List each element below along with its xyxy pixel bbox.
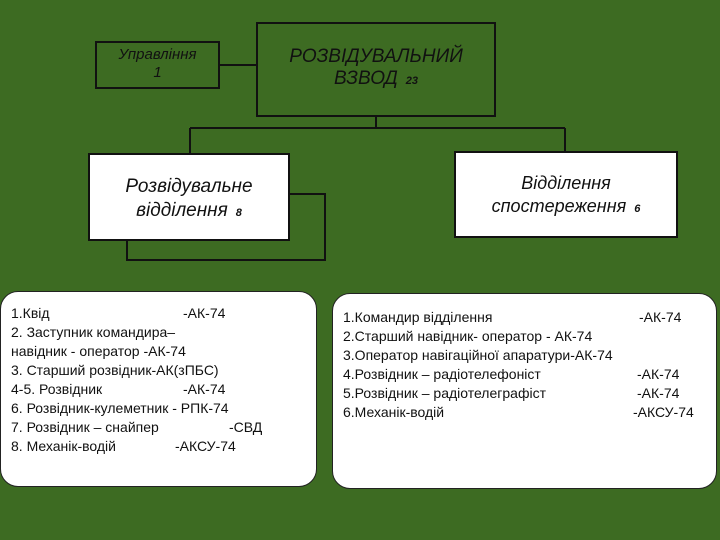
platoon-box: РОЗВІДУВАЛЬНИЙ ВЗВОД 23 [256,22,496,117]
list-item-weapon: -СВД [229,419,263,435]
recon-squad-box: Розвідувальне відділення 8 [88,153,290,241]
list-item-label: 4.Розвідник – радіотелефоніст [343,366,541,382]
recon-squad-count: 8 [235,207,242,219]
platoon-title-line2: ВЗВОД [334,68,398,89]
list-item-weapon: -АКСУ-74 [633,404,694,420]
observation-squad-personnel-list: 1.Командир відділення -АК-74 2.Старший на… [332,293,717,489]
list-item: 1.Квід -АК-74 [11,304,316,323]
list-item-label: 1.Квід [11,305,50,321]
list-item-weapon: -АК-74 [183,305,226,321]
list-item: 3. Старший розвідник-АК(зПБС) [11,361,316,380]
list-item-label: 8. Механік-водій [11,438,116,454]
observation-squad-line1: Відділення [521,173,611,193]
list-item-label: 7. Розвідник – снайпер [11,419,159,435]
observation-squad-line2: спостереження [491,196,627,216]
list-item-label: 6. Розвідник-кулеметник - РПК-74 [11,400,229,416]
list-item: 4.Розвідник – радіотелефоніст -АК-74 [343,365,716,384]
management-count: 1 [153,64,162,81]
list-item-label: 5.Розвідник – радіотелеграфіст [343,385,546,401]
list-item-weapon: -АКСУ-74 [175,438,236,454]
list-item-weapon: -АК-74 [639,309,682,325]
list-item-label: 3. Старший розвідник-АК(зПБС) [11,362,219,378]
list-item: 4-5. Розвідник -АК-74 [11,380,316,399]
list-item-label: 2.Старший навідник- оператор - АК-74 [343,328,593,344]
list-item: 1.Командир відділення -АК-74 [343,308,716,327]
list-item: навідник - оператор -АК-74 [11,342,316,361]
list-item: 6. Розвідник-кулеметник - РПК-74 [11,399,316,418]
list-item: 3.Оператор навігаційної апаратури-АК-74 [343,346,716,365]
management-box: Управління 1 [95,41,220,89]
list-item-weapon: -АК-74 [637,385,680,401]
platoon-title-line1: РОЗВІДУВАЛЬНИЙ [289,46,463,67]
list-item-label: 1.Командир відділення [343,309,493,325]
list-item-weapon: -АК-74 [637,366,680,382]
recon-squad-personnel-list: 1.Квід -АК-74 2. Заступник командира– нав… [0,291,317,487]
list-item-weapon: -АК-74 [183,381,226,397]
list-item: 2. Заступник командира– [11,323,316,342]
list-item-label: 3.Оператор навігаційної апаратури-АК-74 [343,347,613,363]
list-item-label: 2. Заступник командира– [11,324,176,340]
list-item: 2.Старший навідник- оператор - АК-74 [343,327,716,346]
list-item: 5.Розвідник – радіотелеграфіст -АК-74 [343,384,716,403]
list-item: 8. Механік-водій -АКСУ-74 [11,437,316,456]
platoon-count: 23 [405,75,418,87]
list-item-label: 6.Механік-водій [343,404,445,420]
observation-squad-box: Відділення спостереження 6 [454,151,678,238]
list-item-label: навідник - оператор -АК-74 [11,343,186,359]
management-label: Управління [118,46,197,63]
recon-squad-line2: відділення [136,200,228,221]
list-item-label: 4-5. Розвідник [11,381,103,397]
list-item: 7. Розвідник – снайпер -СВД [11,418,316,437]
list-item: 6.Механік-водій -АКСУ-74 [343,403,716,422]
recon-squad-line1: Розвідувальне [125,176,253,197]
observation-squad-count: 6 [634,203,641,215]
